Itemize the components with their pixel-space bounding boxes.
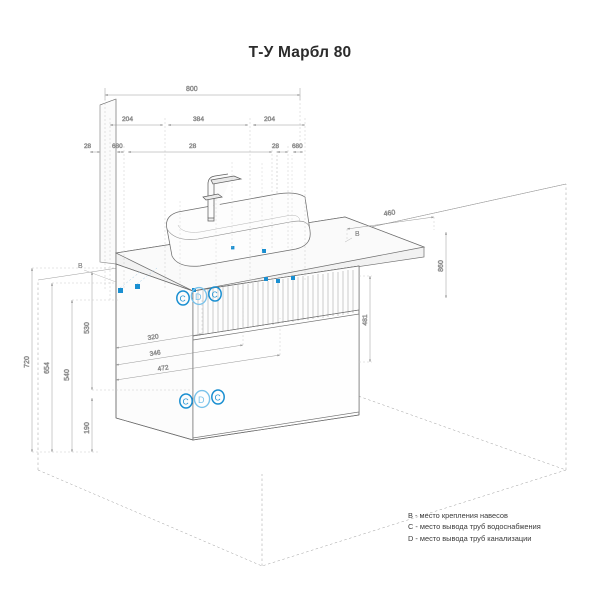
- right-depth-dimension: 460: [346, 209, 435, 240]
- left-vertical-dimensions: 720 654 540 530 190: [24, 267, 195, 453]
- dim-right-481: 481: [362, 314, 369, 326]
- dim-left-190: 190: [84, 422, 91, 434]
- legend-row-c: C - место вывода труб водоснабжения: [408, 522, 541, 532]
- dim-top-seg-3: 204: [264, 116, 275, 123]
- plumbing-markers-upper: C D C: [176, 286, 222, 306]
- marker-upper-d: D: [195, 292, 202, 302]
- right-vertical-dimensions: 860 481: [359, 232, 447, 363]
- projection-helper-lines: [179, 155, 293, 291]
- top-segment-dimensions: 204 384 204: [109, 116, 306, 300]
- legend: B - место крепления навесов C - место вы…: [408, 510, 541, 544]
- dim-row2-3: 28: [189, 143, 197, 150]
- mirror-panel: [99, 98, 117, 265]
- legend-row-b: B - место крепления навесов: [408, 511, 508, 520]
- callout-b-left: B: [78, 263, 83, 270]
- page-title: Т-У Марбл 80: [248, 44, 352, 61]
- b-label-callouts: B B: [78, 231, 360, 283]
- dim-mid-472: 472: [157, 364, 169, 373]
- marker-lower-c1: C: [183, 396, 189, 406]
- upper-drawer-fluted-front: [192, 265, 360, 337]
- dim-left-720: 720: [24, 356, 31, 368]
- marker-lower-d: D: [198, 395, 205, 405]
- dim-row2-2: 680: [112, 143, 123, 150]
- marker-lower-c2: C: [215, 392, 221, 402]
- callout-b-right: B: [355, 231, 360, 238]
- vessel-sink: [166, 192, 311, 267]
- dim-mid-346: 346: [149, 349, 161, 358]
- second-row-dimensions: 28 680 28 28 680: [84, 143, 303, 290]
- dim-right-860: 860: [438, 260, 445, 272]
- dim-left-540: 540: [64, 369, 71, 381]
- plumbing-markers-lower: C D C: [179, 389, 225, 409]
- top-dimension-group: 800: [104, 86, 301, 290]
- dim-left-530: 530: [84, 322, 91, 334]
- dim-top-seg-1: 204: [122, 116, 133, 123]
- marker-upper-c1: C: [180, 293, 186, 303]
- mid-horizontal-dimensions: 320 346 472: [115, 300, 281, 381]
- legend-row-d: D - место вывода труб канализации: [408, 533, 532, 543]
- dim-row2-5: 680: [292, 143, 303, 150]
- dim-depth-460: 460: [383, 209, 396, 218]
- marker-upper-c2: C: [212, 289, 218, 299]
- dim-top-seg-2: 384: [193, 116, 204, 123]
- faucet: [202, 173, 243, 222]
- dim-row2-1: 28: [84, 143, 92, 150]
- dim-top-overall: 800: [186, 86, 198, 93]
- dim-left-654: 654: [44, 362, 51, 374]
- dim-mid-320: 320: [147, 333, 159, 342]
- dim-row2-4: 28: [272, 143, 280, 150]
- mounting-point-markers-b: [118, 267, 158, 293]
